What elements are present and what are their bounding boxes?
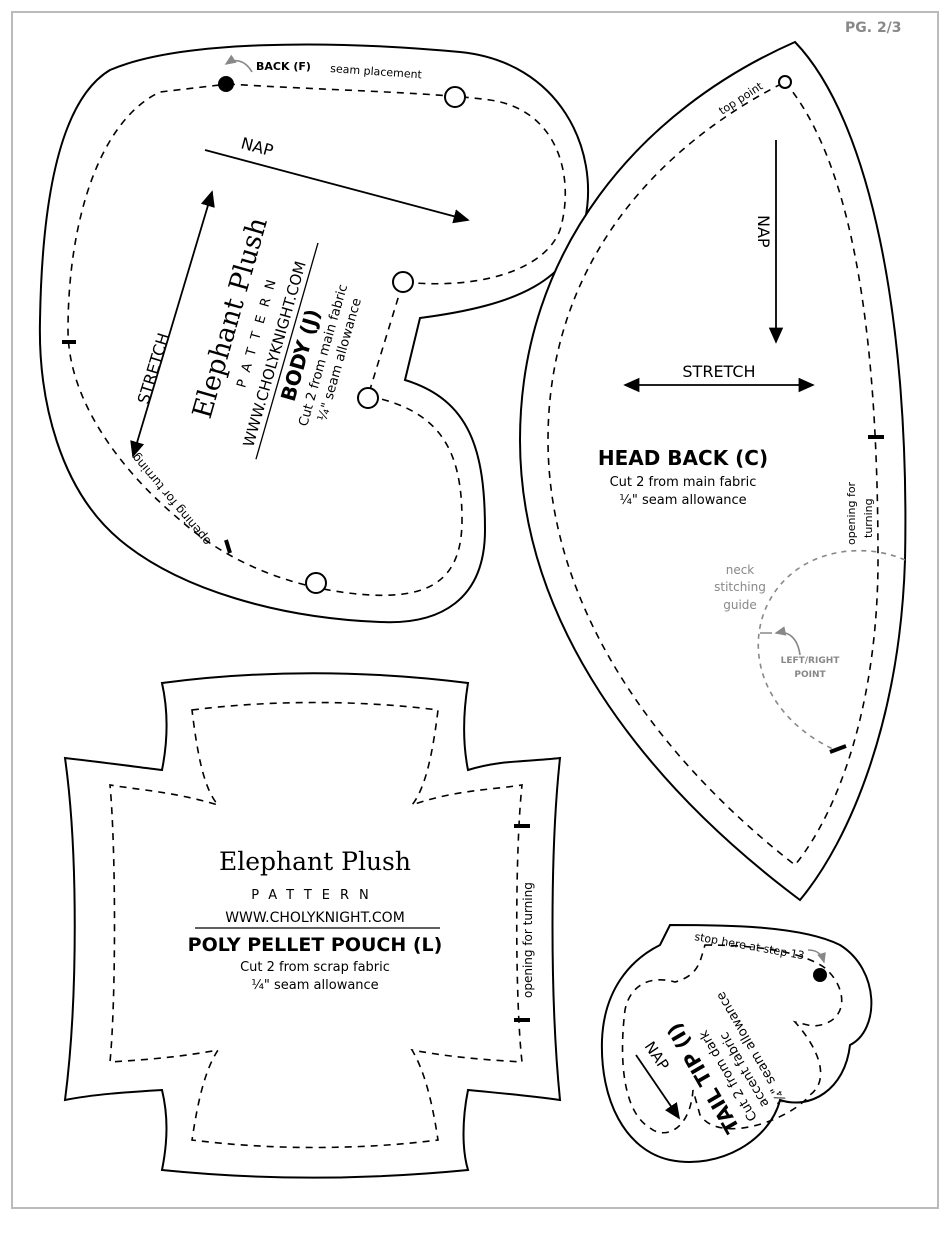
stretch-arrow bbox=[130, 190, 215, 458]
body-piece: BACK (F) seam placement NAP STRETCH Elep… bbox=[38, 43, 590, 624]
page-border bbox=[11, 11, 939, 1209]
poly-pellet-pouch-piece: opening for turning Elephant Plush PATTE… bbox=[63, 672, 562, 1179]
body-seam-line bbox=[67, 83, 567, 597]
back-seam-marker bbox=[218, 76, 234, 92]
nap-label: NAP bbox=[754, 215, 773, 248]
tail-tip-piece: stop here at step 13 NAP TAIL TIP (I) Cu… bbox=[600, 923, 873, 1163]
notch-circle bbox=[357, 387, 379, 409]
head-back-cut-line bbox=[518, 40, 907, 902]
body-cut-line bbox=[38, 43, 590, 624]
head-back-opening-label: opening for bbox=[845, 481, 858, 545]
back-label: BACK (F) bbox=[256, 60, 311, 73]
stop-marker bbox=[813, 968, 827, 982]
pouch-brand-subtitle: PATTERN bbox=[251, 888, 379, 903]
head-back-opening-label: turning bbox=[862, 498, 875, 538]
opening-mark bbox=[224, 539, 232, 554]
nap-arrow bbox=[635, 1054, 681, 1120]
pouch-website: WWW.CHOLYKNIGHT.COM bbox=[225, 910, 405, 926]
neck-guide-label: stitching bbox=[714, 580, 766, 594]
curved-arrow-icon bbox=[774, 626, 801, 656]
pouch-brand-title: Elephant Plush bbox=[219, 847, 411, 876]
point-label: POINT bbox=[794, 670, 826, 680]
pouch-piece-name: POLY PELLET POUCH (L) bbox=[188, 934, 443, 956]
pouch-seam-allowance: ¼" seam allowance bbox=[251, 978, 378, 993]
pouch-opening-label: opening for turning bbox=[521, 882, 535, 998]
pouch-cut-instruction: Cut 2 from scrap fabric bbox=[240, 960, 390, 975]
notch-circle bbox=[392, 271, 414, 293]
pouch-cut-line bbox=[63, 672, 562, 1179]
top-point-marker bbox=[778, 75, 792, 89]
back-note: seam placement bbox=[330, 62, 423, 81]
head-back-name: HEAD BACK (C) bbox=[598, 446, 768, 470]
curved-arrow-icon bbox=[807, 949, 826, 964]
nap-arrow bbox=[204, 149, 470, 224]
point-label: LEFT/RIGHT bbox=[781, 656, 841, 666]
stretch-label: STRETCH bbox=[682, 362, 755, 381]
page-number: PG. 2/3 bbox=[845, 20, 902, 36]
neck-guide-label: neck bbox=[726, 563, 755, 577]
curved-arrow-icon bbox=[224, 54, 253, 73]
notch-circle bbox=[444, 86, 466, 108]
head-back-piece: top point NAP STRETCH HEAD BACK (C) Cut … bbox=[518, 40, 907, 902]
pouch-seam-line bbox=[109, 701, 523, 1149]
notch-circle bbox=[305, 572, 327, 594]
head-back-cut-instruction: Cut 2 from main fabric bbox=[610, 475, 757, 490]
neck-guide-label: guide bbox=[723, 598, 757, 612]
opening-mark bbox=[829, 744, 847, 754]
head-back-seam-allowance: ¼" seam allowance bbox=[619, 493, 746, 508]
